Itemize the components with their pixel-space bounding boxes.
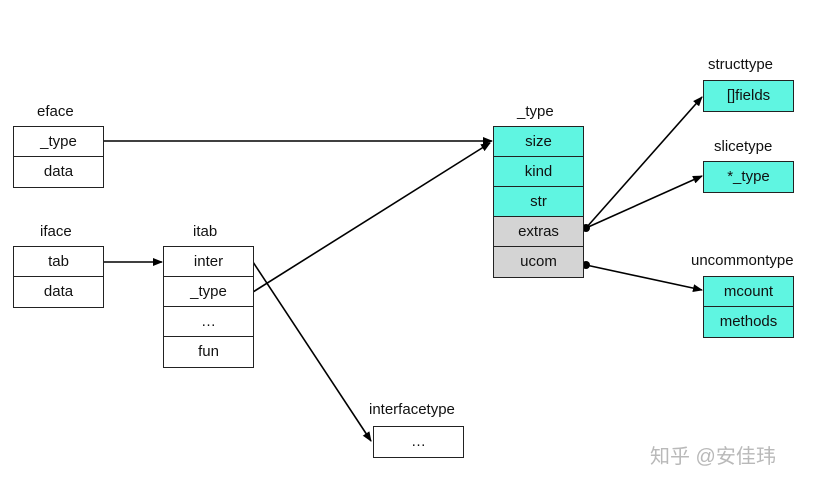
itab-title: itab (193, 223, 218, 240)
eface-title: eface (37, 103, 74, 120)
slicetype-field-type: *_type (704, 162, 793, 192)
type-field-str: str (494, 187, 583, 217)
ucom-anchor-dot (582, 261, 590, 269)
uncommontype-field-mcount: mcount (704, 277, 793, 307)
eface-field-type: _type (14, 127, 103, 157)
interfacetype-title: interfacetype (369, 401, 455, 418)
type-field-size: size (494, 127, 583, 157)
arrow-itab-inter-to-interfacetype (252, 261, 372, 442)
type-field-kind: kind (494, 157, 583, 187)
uncommontype-title: uncommontype (691, 252, 794, 269)
iface-field-data: data (14, 277, 103, 307)
itab-field-fun: fun (164, 337, 253, 367)
eface-struct: _type data (13, 126, 104, 188)
itab-field-ellipsis: … (164, 307, 253, 337)
itab-struct: inter _type … fun (163, 246, 254, 368)
itab-field-inter: inter (164, 247, 253, 277)
type-field-ucom: ucom (494, 247, 583, 277)
uncommontype-field-methods: methods (704, 307, 793, 337)
extras-anchor-dot (582, 224, 590, 232)
uncommontype-struct: mcount methods (703, 276, 794, 338)
structtype-struct: []fields (703, 80, 794, 112)
structtype-field-fields: []fields (704, 81, 793, 111)
eface-field-data: data (14, 157, 103, 187)
interfacetype-field-ellipsis: … (374, 427, 463, 457)
type-struct: size kind str extras ucom (493, 126, 584, 278)
slicetype-struct: *_type (703, 161, 794, 193)
interfacetype-struct: … (373, 426, 464, 458)
structtype-title: structtype (708, 56, 774, 73)
slicetype-title: slicetype (714, 138, 773, 155)
type-title: _type (517, 103, 554, 120)
iface-struct: tab data (13, 246, 104, 308)
iface-field-tab: tab (14, 247, 103, 277)
arrow-itab-type-to-type (252, 142, 491, 293)
itab-field-type: _type (164, 277, 253, 307)
arrow-ucom-to-uncommontype (585, 264, 703, 293)
arrow-extras-to-slicetype (585, 175, 703, 229)
watermark: 知乎 @安佳玮 (650, 446, 776, 468)
type-field-extras: extras (494, 217, 583, 247)
iface-title: iface (40, 223, 72, 240)
arrow-extras-to-structtype (585, 96, 703, 229)
